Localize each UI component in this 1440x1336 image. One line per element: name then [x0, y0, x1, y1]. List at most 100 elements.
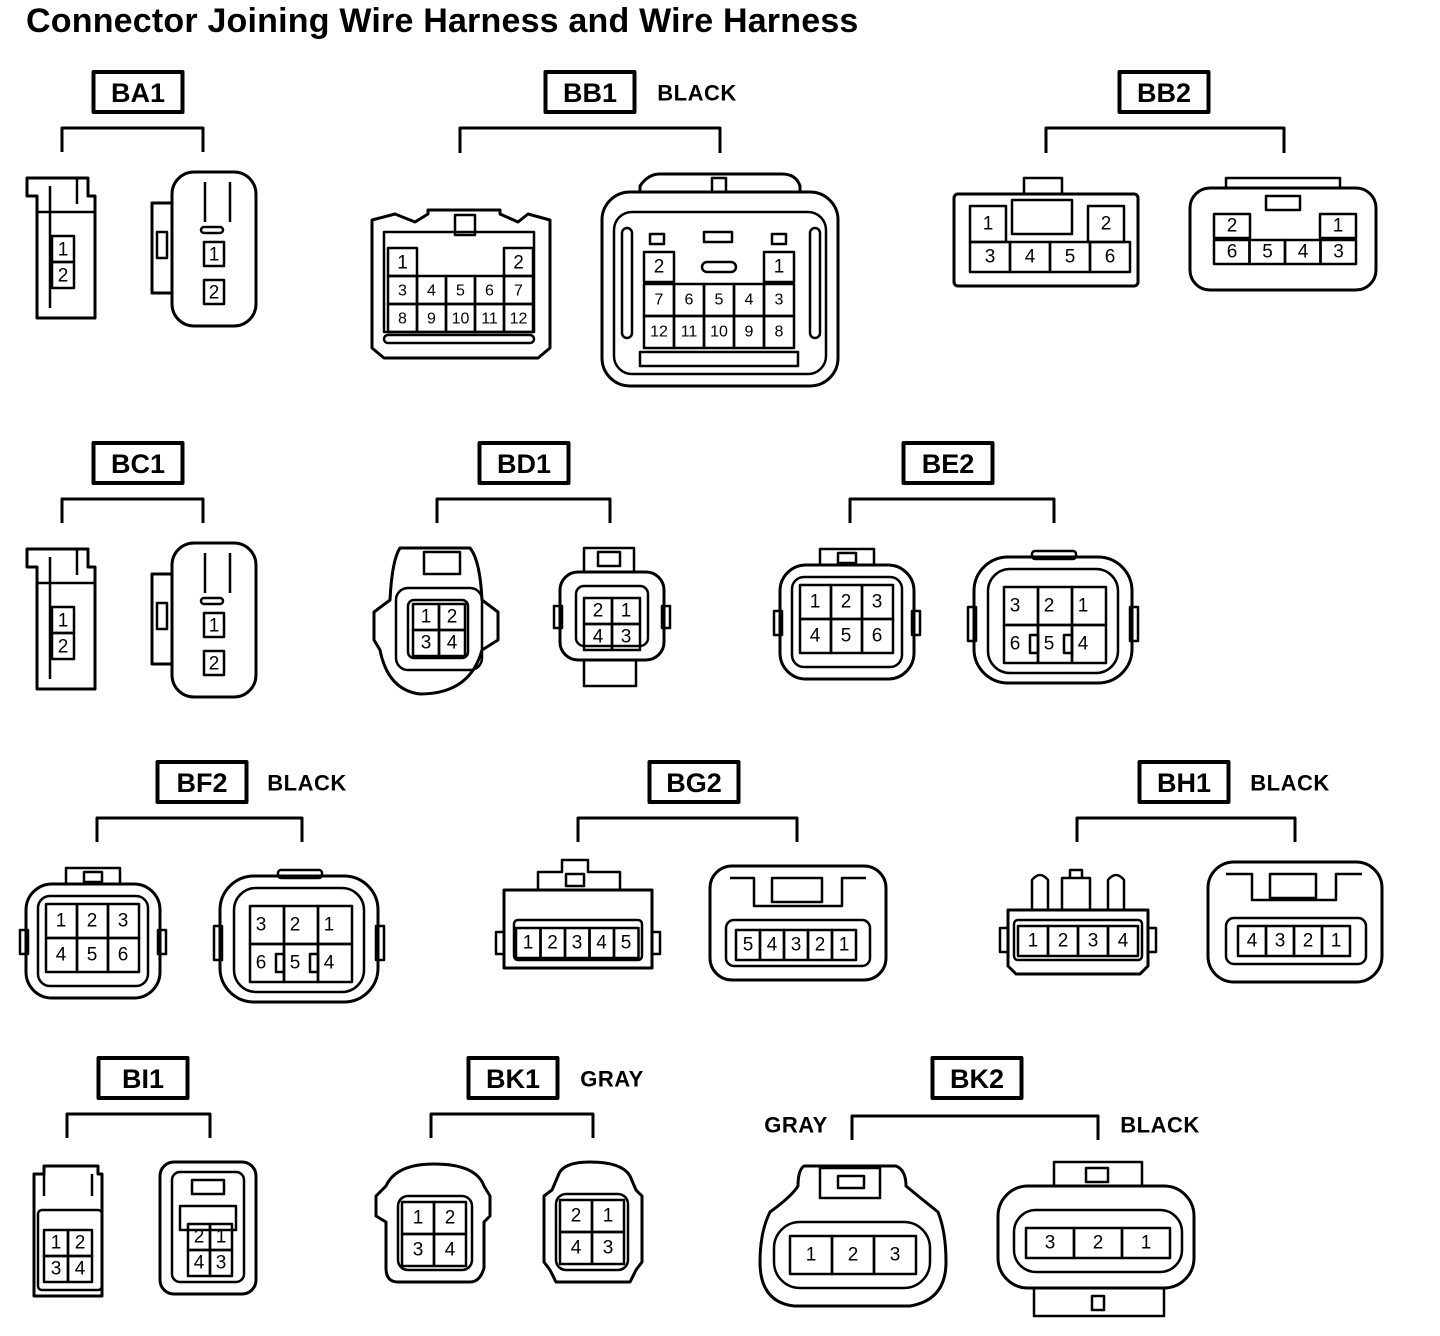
pin-number: 2	[571, 1206, 582, 1227]
pin-number: 7	[655, 292, 664, 309]
pin-number: 2	[58, 637, 69, 658]
pin-number: 1	[58, 611, 69, 632]
pin-number: 4	[745, 292, 754, 309]
wire-color-label-right: BLACK	[1120, 1113, 1200, 1138]
pin-number: 2	[87, 911, 98, 932]
pin-number: 5	[290, 953, 301, 974]
pin-number: 6	[118, 945, 129, 966]
pin-number: 1	[983, 214, 994, 235]
pin-number: 12	[510, 311, 528, 328]
pin-number: 1	[413, 1208, 424, 1229]
pin-number: 4	[593, 627, 604, 648]
pin-number: 1	[774, 257, 785, 278]
pin-number: 4	[1247, 931, 1258, 952]
pin-number: 3	[603, 1238, 614, 1259]
pin-cavity	[202, 611, 226, 639]
pin-number: 3	[1010, 596, 1021, 617]
pin-number: 1	[324, 915, 335, 936]
pin-number: 5	[456, 283, 465, 300]
pin-number: 3	[118, 911, 129, 932]
pin-number: 1	[1331, 931, 1342, 952]
pin-cavity	[50, 631, 76, 661]
pin-number: 4	[447, 633, 458, 654]
connector-label-box	[1117, 70, 1211, 114]
pin-number: 2	[290, 915, 301, 936]
pin-number: 3	[890, 1245, 901, 1266]
pin-number: 2	[58, 266, 69, 287]
connector-label: BF2	[176, 768, 227, 798]
pin-number: 9	[745, 324, 754, 341]
pin-number: 7	[514, 283, 523, 300]
pin-number: 2	[209, 654, 220, 675]
pin-number: 3	[791, 935, 802, 956]
pin-number: 5	[743, 935, 754, 956]
connector-label: BK1	[486, 1064, 540, 1094]
pin-number: 2	[209, 283, 220, 304]
pin-number: 4	[1298, 242, 1309, 263]
connector-label-box	[1137, 760, 1231, 804]
connector-label: BB1	[563, 78, 617, 108]
pin-number: 11	[681, 324, 698, 341]
pin-number: 5	[715, 292, 724, 309]
pin-number: 5	[841, 626, 852, 647]
pin-number: 4	[767, 935, 778, 956]
pin-number: 11	[481, 311, 498, 328]
pin-number: 1	[397, 253, 408, 274]
pin-cavity	[50, 260, 76, 290]
pin-number: 6	[1105, 247, 1116, 268]
pin-number: 4	[324, 953, 335, 974]
pin-number: 5	[1065, 247, 1076, 268]
pin-number: 1	[56, 911, 67, 932]
pin-number: 1	[523, 933, 534, 954]
pin-number: 1	[1141, 1233, 1152, 1254]
pin-number: 1	[810, 592, 821, 613]
pin-number: 6	[1227, 242, 1238, 263]
pin-number: 2	[1101, 214, 1112, 235]
pin-number: 5	[1044, 634, 1055, 655]
pin-number: 2	[445, 1208, 456, 1229]
pin-number: 3	[572, 933, 583, 954]
pin-number: 2	[513, 253, 524, 274]
connector-label: BE2	[922, 449, 975, 479]
pin-number: 6	[485, 283, 494, 300]
pin-number: 1	[839, 935, 850, 956]
pin-number: 3	[1275, 931, 1286, 952]
pin-number: 2	[1227, 216, 1238, 237]
pin-number: 2	[1093, 1233, 1104, 1254]
pin-number: 2	[547, 933, 558, 954]
wire-color-label: BLACK	[267, 771, 347, 796]
pin-number: 3	[872, 592, 883, 613]
pin-number: 4	[56, 945, 67, 966]
page-title: Connector Joining Wire Harness and Wire …	[26, 2, 859, 40]
connector-label: BC1	[111, 449, 165, 479]
pin-number: 3	[51, 1259, 62, 1280]
wire-color-label: BLACK	[1250, 771, 1330, 796]
wire-color-label: BLACK	[657, 81, 737, 106]
pin-number: 4	[1025, 247, 1036, 268]
pin-number: 5	[621, 933, 632, 954]
pin-number: 2	[1303, 931, 1314, 952]
pin-number: 1	[1333, 216, 1344, 237]
pin-number: 8	[775, 324, 784, 341]
pin-number: 4	[445, 1240, 456, 1261]
pin-number: 4	[810, 626, 821, 647]
pin-number: 9	[427, 311, 436, 328]
pin-number: 2	[815, 935, 826, 956]
connector-label-box	[466, 1056, 560, 1100]
connector-label: BK2	[950, 1064, 1004, 1094]
